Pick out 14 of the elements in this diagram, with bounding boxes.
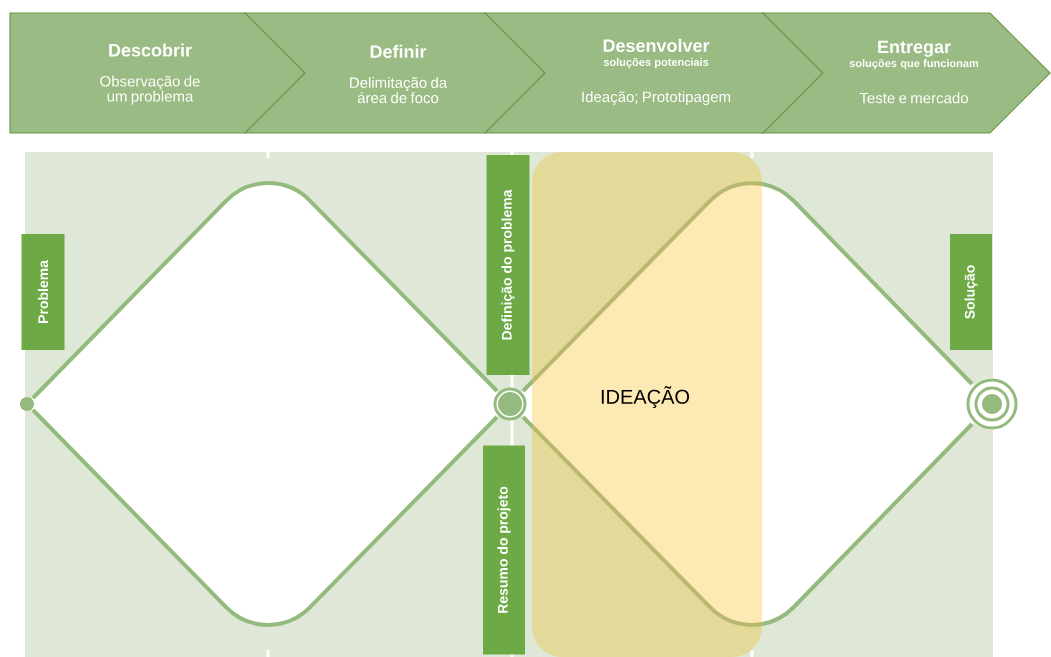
label-tag: Definição do problema	[486, 155, 530, 375]
node-label: Teste e mercado	[859, 92, 968, 104]
start-dot	[20, 397, 34, 411]
label-tag: Problema	[21, 234, 65, 350]
chevron-step: Desenvolver soluções potenciais Ideação; Prototipagem	[483, 12, 824, 134]
target-marker	[966, 378, 1018, 430]
label-tag: Resumo do projeto	[483, 445, 525, 655]
ring-marker	[493, 387, 527, 421]
diamond-outline	[31, 181, 499, 627]
chevron-step: Entregar soluções que funcionam Teste e mercado	[761, 12, 1051, 134]
node-label: Entregar	[878, 40, 951, 57]
label-tag: Solução	[950, 234, 992, 350]
chevron-step: Definir Delimitação da área de foco	[243, 12, 546, 134]
node-label: soluções que funcionam	[849, 59, 979, 70]
